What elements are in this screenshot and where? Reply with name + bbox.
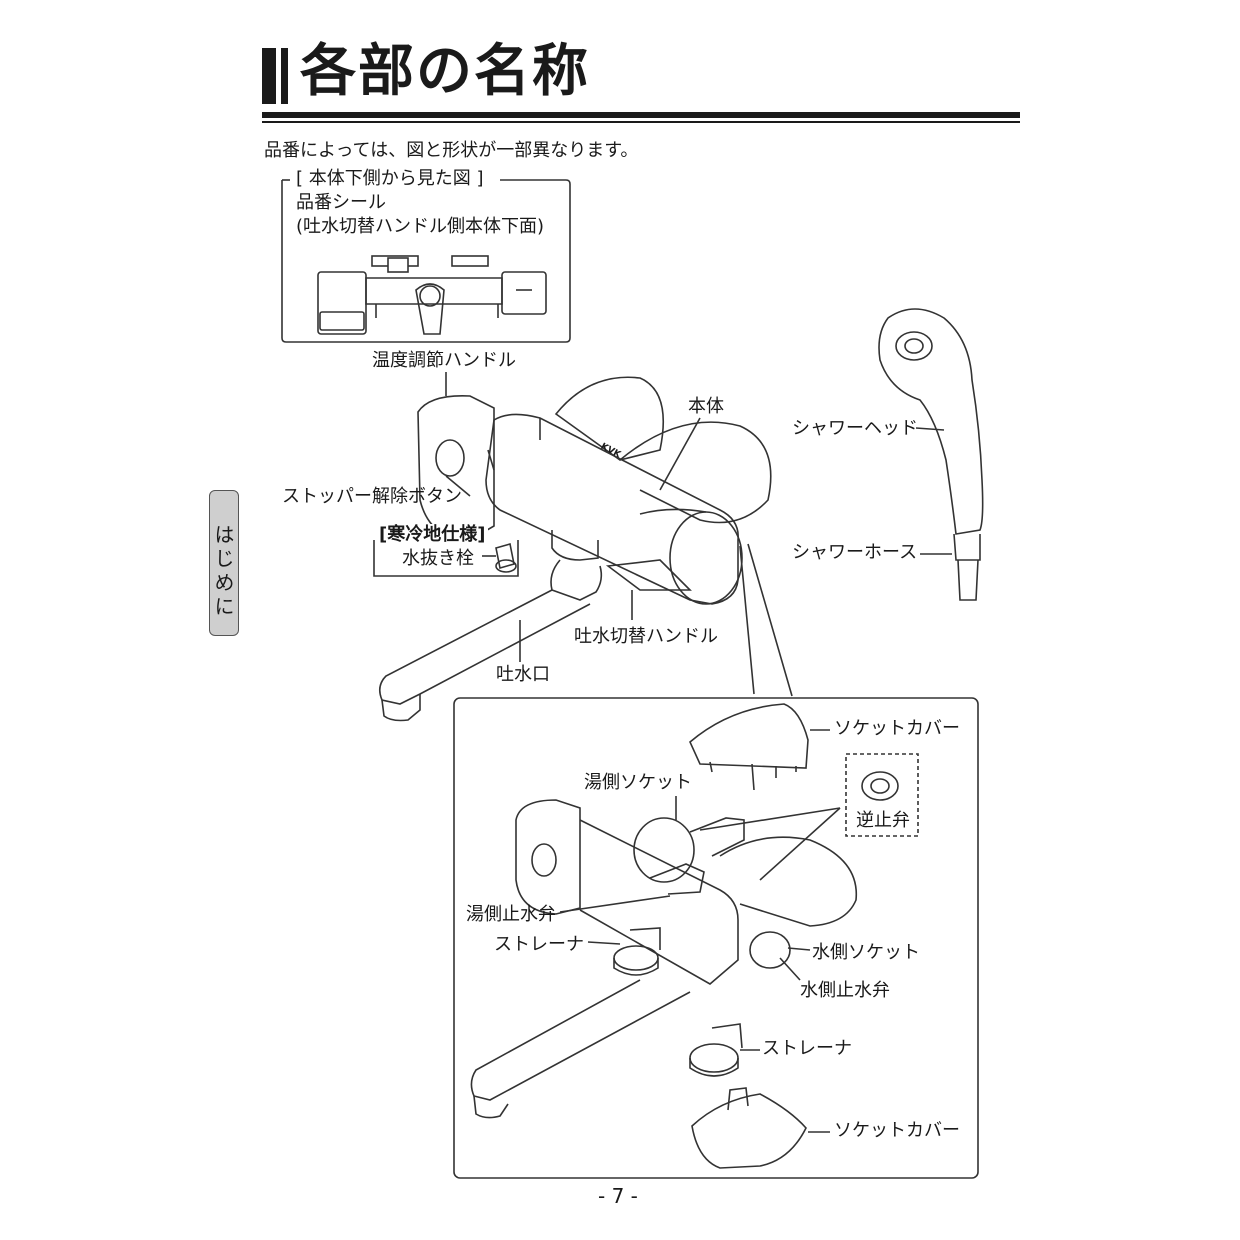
spout-label: 吐水口	[496, 664, 550, 685]
title-rule-thick	[262, 112, 1020, 118]
strainer-right-label: ストレーナ	[762, 1038, 852, 1059]
title-marker	[262, 48, 276, 104]
hot-stop-valve-label: 湯側止水弁	[466, 904, 556, 925]
detail-drawing	[470, 703, 919, 1169]
inset-underside-drawing	[317, 255, 547, 335]
check-valve-label: 逆止弁	[856, 810, 910, 831]
stopper-button-label: ストッパー解除ボタン	[282, 486, 462, 507]
serial-sticker-label: 品番シール	[296, 192, 386, 213]
cold-stop-valve-label: 水側止水弁	[800, 980, 890, 1001]
shower-head-label: シャワーヘッド	[792, 418, 918, 439]
page-title: 各部の名称	[300, 39, 590, 104]
cold-region-bracket	[373, 540, 519, 577]
main-faucet-drawing	[378, 376, 793, 722]
cold-socket-label: 水側ソケット	[812, 942, 920, 963]
socket-cover-top-label: ソケットカバー	[834, 718, 960, 739]
title-rule-thin	[262, 121, 1020, 123]
cold-region-label: [寒冷地仕様]	[376, 524, 489, 546]
section-tab: はじめに	[209, 490, 239, 636]
main-leader-lines	[445, 372, 952, 662]
socket-cover-bottom-label: ソケットカバー	[834, 1120, 960, 1141]
detail-frame	[453, 697, 979, 1179]
serial-sticker-location: (吐水切替ハンドル側本体下面)	[296, 216, 545, 237]
shower-hose-label: シャワーホース	[792, 542, 918, 563]
temp-handle-label: 温度調節ハンドル	[372, 350, 516, 371]
strainer-left-label: ストレーナ	[494, 934, 584, 955]
body-label: 本体	[688, 396, 724, 417]
shape-note: 品番によっては、図と形状が一部異なります。	[264, 140, 639, 161]
shower-head-drawing	[878, 308, 984, 601]
hot-socket-label: 湯側ソケット	[584, 772, 692, 793]
title-marker-thin	[281, 48, 288, 104]
inset-frame	[281, 179, 571, 343]
page-number: - 7 -	[598, 1184, 638, 1208]
inset-heading: [ 本体下側から見た図 ]	[292, 168, 488, 190]
diverter-handle-label: 吐水切替ハンドル	[574, 626, 718, 647]
drain-plug-label: 水抜き栓	[402, 548, 474, 569]
